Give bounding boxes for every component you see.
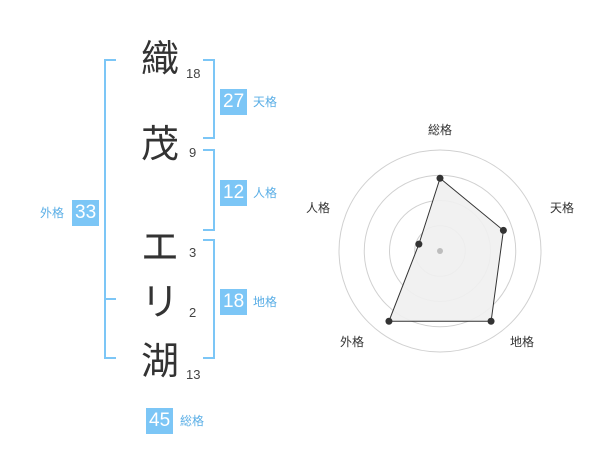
radar-point-4 <box>385 317 393 325</box>
radar-axis-label-gaikaku: 外格 <box>340 335 365 349</box>
tenkaku-bracket-bottom <box>203 137 215 139</box>
jinkaku-bracket-top <box>203 149 215 151</box>
stroke-count-4: 2 <box>189 305 197 320</box>
tenkaku-bracket-top <box>203 59 215 61</box>
radar-point-5 <box>415 240 423 248</box>
stroke-count-3: 3 <box>189 245 197 260</box>
gaikaku-bracket-bottom <box>104 357 116 359</box>
radar-point-3 <box>487 317 495 325</box>
gaikaku-value: 33 <box>72 200 100 226</box>
radar-point-1 <box>436 174 444 182</box>
jinkaku-value: 12 <box>220 180 248 206</box>
jinkaku-bracket-vert <box>213 149 215 231</box>
chikaku-value: 18 <box>220 289 248 315</box>
jinkaku-label: 人格 <box>253 186 278 200</box>
radar-axis-label-tenkaku: 天格 <box>550 201 575 215</box>
radar-axis-label-jinkaku: 人格 <box>306 201 331 215</box>
tenkaku-value: 27 <box>220 89 248 115</box>
tenkaku-bracket-vert <box>213 59 215 139</box>
soukaku-label: 総格 <box>180 414 205 428</box>
radar-center-dot <box>437 248 443 254</box>
radar-axis-label-chikaku: 地格 <box>510 335 535 349</box>
chikaku-label: 地格 <box>253 295 278 309</box>
chikaku-bracket-bottom <box>203 357 215 359</box>
name-char-5: 湖 <box>141 339 180 383</box>
name-char-1: 織 <box>141 37 180 81</box>
stroke-count-2: 9 <box>189 145 197 160</box>
chikaku-bracket-top <box>203 239 215 241</box>
soukaku-value: 45 <box>146 408 174 434</box>
name-char-2: 茂 <box>141 122 180 166</box>
radar-axis-label-soukaku: 総格 <box>428 123 453 137</box>
stroke-count-1: 18 <box>186 66 201 81</box>
chikaku-bracket-vert <box>213 239 215 359</box>
tenkaku-label: 天格 <box>253 95 278 109</box>
name-char-3: エ <box>141 225 180 269</box>
gaikaku-bracket-top <box>104 59 116 61</box>
radar-area <box>388 177 504 322</box>
gaikaku-bracket-mid <box>104 298 116 300</box>
jinkaku-bracket-bottom <box>203 229 215 231</box>
name-char-4: リ <box>141 280 180 324</box>
gaikaku-label: 外格 <box>40 206 65 220</box>
gaikaku-bracket-vert <box>104 59 106 359</box>
radar-point-2 <box>499 226 507 234</box>
stroke-count-5: 13 <box>186 367 201 382</box>
radar-ring-4 <box>338 149 542 353</box>
